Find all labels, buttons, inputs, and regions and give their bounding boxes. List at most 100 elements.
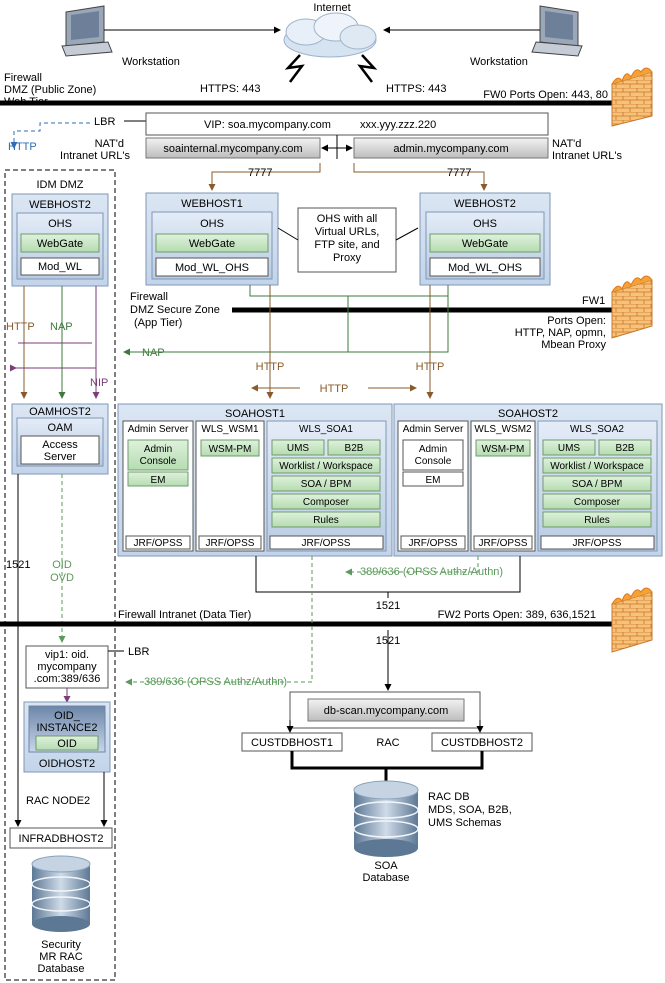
rac-db-3: UMS Schemas: [428, 817, 502, 829]
firewall-icon: [611, 275, 653, 339]
webhost2-webgate: WebGate: [462, 238, 508, 250]
webhost1-webgate: WebGate: [189, 238, 235, 250]
infradbhost-label: INFRADBHOST2: [19, 833, 104, 845]
ohs-note-1: OHS with all: [317, 213, 378, 225]
port-1521-left: 1521: [6, 559, 30, 571]
oid-instance-1: OID_: [54, 710, 81, 722]
firewall-icon: [611, 587, 653, 653]
wsm1-pm: WSM-PM: [209, 444, 252, 455]
oid-ovd-2: OVD: [50, 572, 74, 584]
firewall-app-1: Firewall: [130, 291, 168, 303]
infradbhost-box: [9, 827, 113, 849]
lightning-icon: [284, 54, 305, 83]
port-7777-left: 7777: [248, 167, 272, 179]
port-7777-right: 7777: [447, 167, 471, 179]
vip-oid-1: vip1: oid.: [45, 649, 89, 661]
nap-arrow-label: NAP: [142, 347, 165, 359]
soahost2-title: SOAHOST2: [498, 408, 558, 420]
soa2-rules: Rules: [584, 515, 610, 526]
internet-label: Internet: [313, 2, 350, 14]
natd-left-2: Intranet URL's: [60, 150, 130, 162]
soa-db-2: Database: [362, 872, 409, 884]
idm-webgate-label: WebGate: [37, 238, 83, 250]
idm-dmz-border: [4, 169, 116, 981]
https-right: HTTPS: 443: [386, 83, 447, 95]
custdbhost2-label: CUSTDBHOST2: [441, 737, 523, 749]
soa2-ums: UMS: [558, 443, 581, 454]
soa-db-1: SOA: [374, 860, 398, 872]
security-db-2: MR RAC: [39, 951, 82, 963]
lbr-top-label: LBR: [94, 116, 115, 128]
workstation-left-label: Workstation: [122, 56, 180, 68]
vip-oid-2: mycompany: [37, 661, 97, 673]
soa2-b2b: B2B: [616, 443, 635, 454]
natd-right-1: NAT'd: [552, 138, 581, 150]
http-dashed-label: HTTP: [8, 141, 37, 153]
rac-db-1: RAC DB: [428, 791, 470, 803]
wls-soa2-title: WLS_SOA2: [570, 424, 624, 435]
wsm1-jrf: JRF/OPSS: [206, 538, 255, 549]
soa2-worklist: Worklist / Workspace: [550, 461, 644, 472]
idm-mod-label: Mod_WL: [38, 261, 82, 273]
firewall-app-3: (App Tier): [134, 317, 182, 329]
soa2-jrf: JRF/OPSS: [573, 538, 622, 549]
soa2-admin-console-1: Admin: [419, 444, 447, 455]
vip-oid-box: [25, 645, 109, 689]
http-mid-label: HTTP: [320, 383, 349, 395]
ohs-note-box: [297, 207, 397, 273]
soa1-rules: Rules: [313, 515, 339, 526]
db-scan-box: [307, 698, 465, 722]
soa1-admin-console-1: Admin: [144, 444, 172, 455]
soa2-soabpm: SOA / BPM: [572, 479, 623, 490]
lightning-icon: [357, 54, 378, 83]
ohs-note-2: Virtual URLs,: [315, 226, 380, 238]
soa1-ums: UMS: [287, 443, 310, 454]
soa2-admin-title: Admin Server: [403, 424, 464, 435]
webhost2-mod: Mod_WL_OHS: [448, 262, 522, 274]
port-1521-low: 1521: [376, 635, 400, 647]
fw2-label: FW2 Ports Open: 389, 636,1521: [438, 609, 596, 621]
soa1-em: EM: [151, 475, 166, 486]
rac-db-2: MDS, SOA, B2B,: [428, 804, 512, 816]
fw0-label: FW0 Ports Open: 443, 80: [483, 89, 608, 101]
oid-label: OID: [57, 738, 77, 750]
db-scan-label: db-scan.mycompany.com: [324, 705, 449, 717]
soainternal-url: soainternal.mycompany.com: [163, 143, 302, 155]
firewall-app-2: DMZ Secure Zone: [130, 304, 220, 316]
access-server-1: Access: [42, 439, 78, 451]
oidhost-title: OIDHOST2: [39, 758, 95, 770]
oid-instance-2: INSTANCE2: [37, 722, 98, 734]
database-icon: [31, 855, 91, 932]
soa1-b2b: B2B: [345, 443, 364, 454]
lbr-low-label: LBR: [128, 646, 149, 658]
natd-right-2: Intranet URL's: [552, 150, 622, 162]
opss-upper: 389/636 (OPSS Authz/Authn): [360, 566, 503, 578]
vip-box: [145, 112, 549, 136]
rac-node-label: RAC NODE2: [26, 795, 90, 807]
soa1-soabpm: SOA / BPM: [301, 479, 352, 490]
http-soa2-label: HTTP: [416, 361, 445, 373]
soainternal-url-box: [145, 137, 321, 159]
vip-label: VIP: soa.mycompany.com: [204, 119, 331, 131]
opss-lower: 389/636 (OPSS Authz/Authn): [144, 676, 287, 688]
natd-left-1: NAT'd: [95, 138, 124, 150]
firewall-dmz-label-2: DMZ (Public Zone): [4, 84, 96, 96]
soahost1-title: SOAHOST1: [225, 408, 285, 420]
webhost2-ohs: OHS: [473, 218, 497, 230]
fw1-ports-1: Ports Open:: [547, 315, 606, 327]
fw1-ports-3: Mbean Proxy: [541, 339, 606, 351]
soa1-worklist: Worklist / Workspace: [279, 461, 373, 472]
idm-dmz-label: IDM DMZ: [36, 179, 83, 191]
oam-label: OAM: [47, 422, 72, 434]
admin-url-box: [353, 137, 549, 159]
soa1-admin-jrf: JRF/OPSS: [134, 538, 183, 549]
soa2-admin-console-2: Console: [415, 456, 452, 467]
idm-webhost-title: WEBHOST2: [29, 199, 91, 211]
soa1-admin-console-2: Console: [140, 456, 177, 467]
access-server-2: Server: [44, 451, 77, 463]
webhost2-title: WEBHOST2: [454, 198, 516, 210]
security-db-1: Security: [41, 939, 81, 951]
http-label: HTTP: [6, 321, 35, 333]
oamhost-title: OAMHOST2: [29, 406, 91, 418]
